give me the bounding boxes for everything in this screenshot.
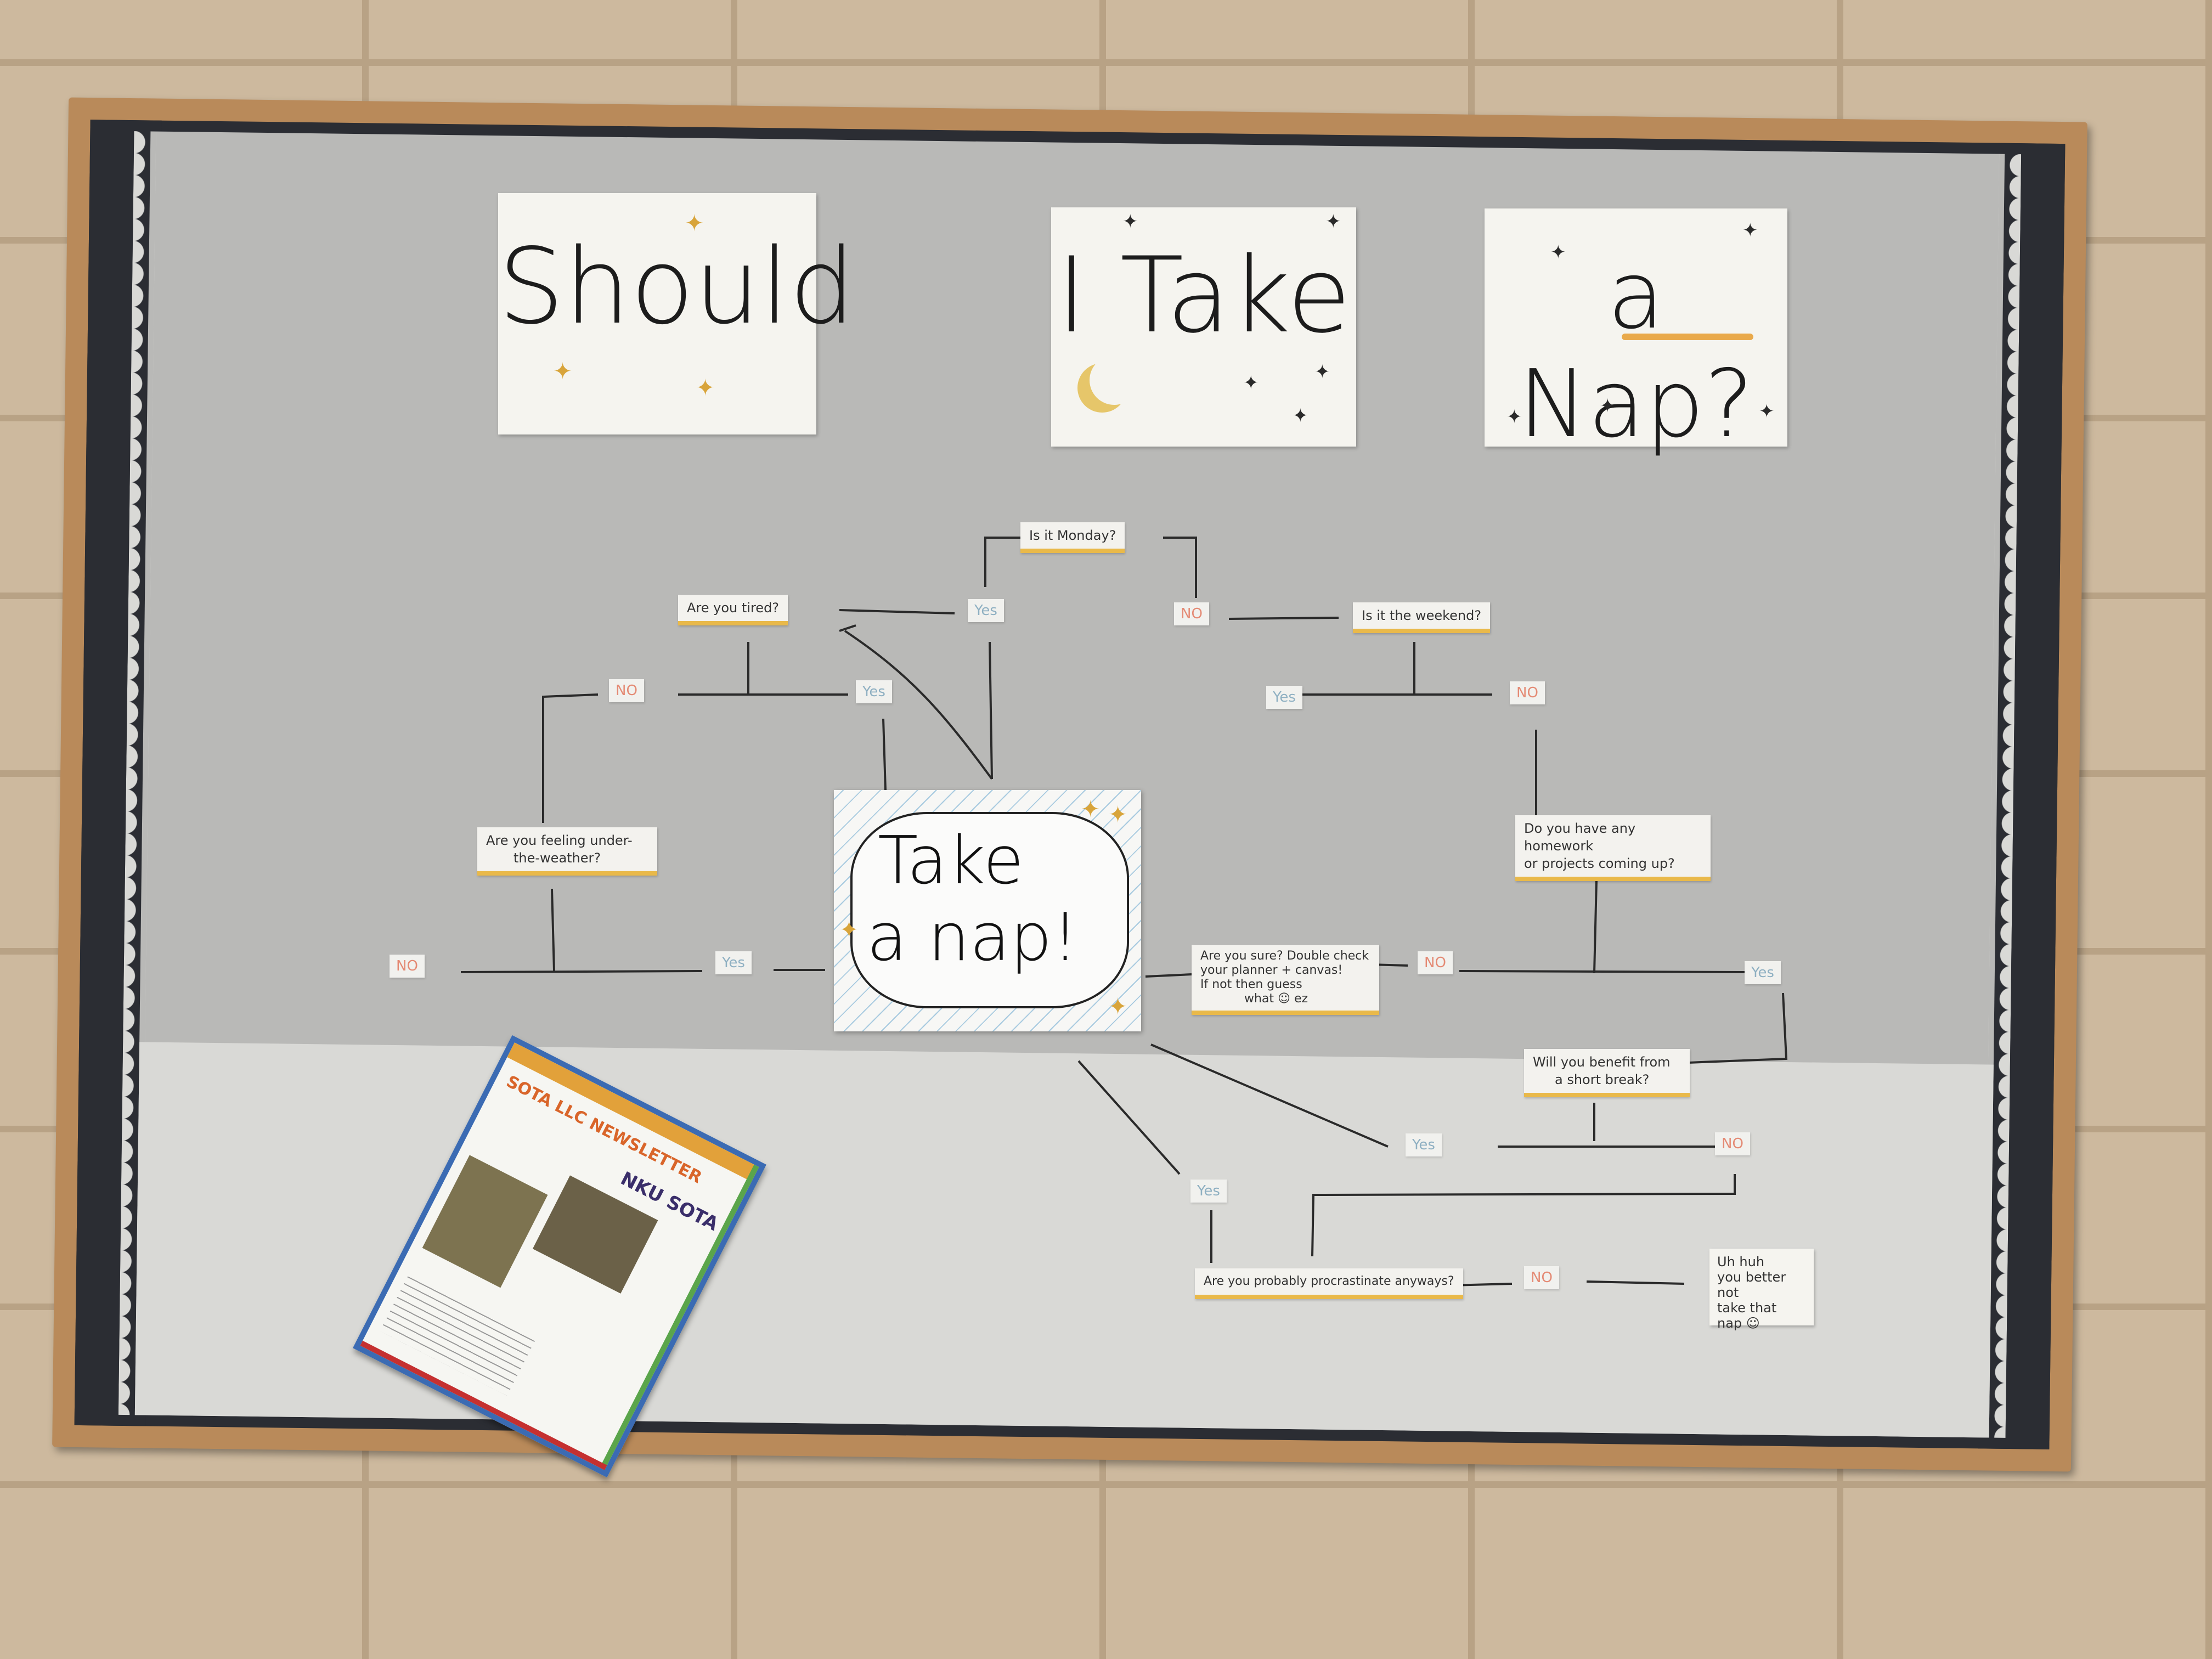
answer-yes: Yes [1266, 686, 1302, 709]
star-icon: ✦ [1550, 241, 1566, 263]
connector-line [882, 718, 887, 791]
flyer-photo [422, 1155, 548, 1288]
connector-line [1311, 1174, 1736, 1257]
connector-arrow-head [839, 624, 856, 632]
title-word-i-take: I Take [1056, 235, 1351, 356]
question-line: Do you have any homework [1524, 821, 1636, 854]
question-line: Are you sure? Double check [1200, 949, 1369, 963]
answer-no: NO [1418, 951, 1453, 974]
answer-no: NO [1715, 1132, 1750, 1155]
answer-no: NO [390, 955, 425, 978]
connector-arrow [844, 630, 993, 780]
star-icon: ✦ [839, 916, 859, 943]
title-word-a-nap: a Nap? [1518, 241, 1754, 459]
star-icon: ✦ [1081, 795, 1101, 822]
question-homework-coming-up: Do you have any homework or projects com… [1515, 815, 1711, 881]
connector-line [1145, 973, 1192, 978]
star-icon: ✦ [1759, 400, 1775, 422]
question-line: Are you feeling under- [486, 833, 633, 848]
answer-no: NO [1524, 1266, 1559, 1289]
question-line: a short break? [1555, 1072, 1650, 1087]
answer-yes: Yes [1406, 1133, 1442, 1156]
answer-yes: Yes [968, 599, 1004, 622]
connector-line [1593, 881, 1598, 974]
answer-yes: Yes [715, 951, 752, 974]
title-card-i-take: I Take ✦ ✦ ✦ ✦ ✦ [1051, 207, 1356, 447]
question-is-it-the-weekend: Is it the weekend? [1353, 602, 1491, 633]
question-line: or projects coming up? [1524, 856, 1675, 871]
star-icon: ✦ [1122, 211, 1138, 233]
answer-yes: Yes [856, 680, 892, 703]
connector-line [1459, 970, 1745, 973]
question-are-you-sure: Are you sure? Double check your planner … [1192, 945, 1379, 1015]
answer-yes: Yes [1190, 1180, 1227, 1203]
connector-line [542, 693, 599, 823]
question-benefit-from-short-break: Will you benefit from a short break? [1524, 1049, 1690, 1097]
answer-no: NO [1174, 602, 1209, 625]
question-line: what ☺ ez [1244, 992, 1308, 1006]
connector-line [1163, 537, 1197, 598]
star-icon: ✦ [1742, 219, 1758, 241]
star-icon: ✦ [685, 210, 704, 236]
star-icon: ✦ [1600, 395, 1616, 417]
star-icon: ✦ [1293, 405, 1308, 427]
question-line: your planner + canvas! [1200, 963, 1343, 977]
cloud-text-a-nap: a nap! [867, 900, 1079, 976]
question-feeling-under-the-weather: Are you feeling under- the-weather? [477, 827, 657, 876]
connector-line [1150, 1043, 1389, 1148]
take-a-nap-card: Take a nap! ✦ ✦ ✦ ✦ [834, 790, 1141, 1031]
star-icon: ✦ [696, 374, 715, 401]
connector-line [551, 888, 555, 972]
connector-line [1644, 992, 1788, 1065]
connector-line [1077, 1060, 1181, 1175]
cloud-shape [850, 812, 1129, 1008]
star-icon: ✦ [1314, 361, 1330, 383]
question-line: Will you benefit from [1533, 1054, 1671, 1070]
final-note: Uh huh you better not take that nap ☺ [1709, 1249, 1814, 1331]
underline-accent [1622, 334, 1753, 340]
connector-line [460, 970, 703, 973]
star-icon: ✦ [1243, 372, 1259, 394]
star-icon: ✦ [1506, 406, 1522, 428]
answer-yes: Yes [1745, 961, 1781, 984]
connector-line [1228, 617, 1339, 620]
question-procrastinate-anyways: Are you probably procrastinate anyways? [1195, 1268, 1463, 1299]
question-line: If not then guess [1200, 978, 1302, 991]
connector-line [984, 537, 1020, 587]
star-icon: ✦ [1325, 211, 1341, 233]
question-is-it-monday: Is it Monday? [1020, 522, 1125, 553]
title-word-should: Should [498, 226, 856, 347]
answer-no: NO [1510, 681, 1545, 704]
connector-line [1586, 1280, 1685, 1285]
question-line: the-weather? [514, 850, 601, 866]
answer-no: NO [609, 679, 644, 702]
connector-line [839, 609, 955, 614]
title-card-should: Should ✦ ✦ ✦ [498, 193, 856, 435]
connector-line [989, 641, 993, 780]
star-icon: ✦ [1108, 993, 1128, 1020]
star-icon: ✦ [553, 358, 573, 385]
star-icon: ✦ [1108, 801, 1128, 828]
cloud-text-take: Take [878, 823, 1024, 899]
question-are-you-tired: Are you tired? [678, 595, 788, 625]
title-card-a-nap: a Nap? ✦ ✦ ✦ ✦ ✦ [1485, 208, 1787, 459]
